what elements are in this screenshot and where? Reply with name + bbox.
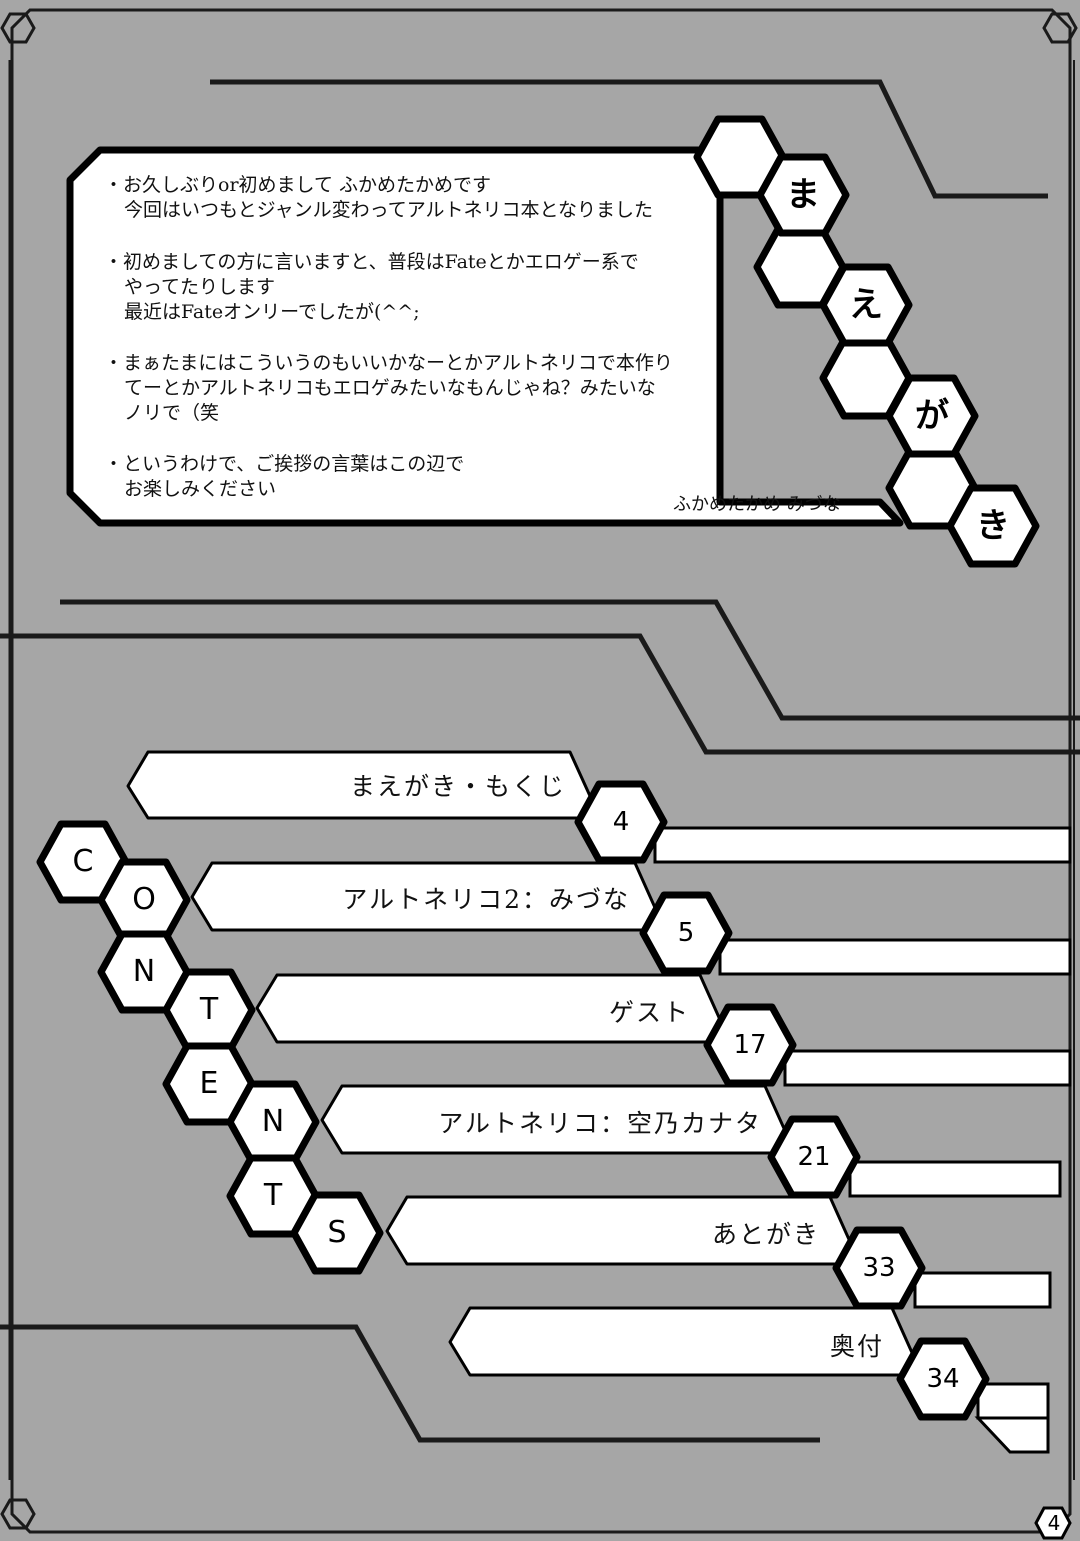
toc-item-page: 4: [612, 807, 630, 837]
contents-letter: O: [132, 882, 156, 917]
preface-line: てーとかアルトネリコもエロゲみたいなもんじゃね？みたいな: [124, 377, 656, 399]
preface-line: お楽しみください: [124, 478, 277, 500]
contents-letter: T: [263, 1178, 283, 1213]
contents-hexes: [36, 820, 384, 1275]
preface-line: やってたりします: [124, 276, 276, 298]
preface-line: ・お久しぶりor初めまして ふかめたかめです: [104, 174, 491, 196]
toc-item-title: ゲスト: [608, 998, 690, 1027]
contents-letter: T: [199, 992, 219, 1027]
toc-page-hexes: [574, 780, 990, 1421]
toc-connectors: [653, 826, 1072, 1454]
toc-item-page: 34: [926, 1364, 960, 1394]
preface-line: ・というわけで、ご挨拶の言葉はこの辺で: [104, 453, 465, 475]
preface-signature: ふかめたかめ みづな: [673, 494, 841, 515]
contents-letter: N: [132, 954, 156, 989]
preface-line: 最近はFateオンリーでしたが(^^;: [124, 301, 420, 323]
toc-item-page: 21: [797, 1142, 831, 1172]
toc-item-page: 33: [862, 1253, 896, 1283]
toc-item-title: あとがき: [711, 1220, 820, 1249]
preface-heading-char: き: [976, 506, 1010, 546]
toc-item-title: アルトネリコ2：みづな: [342, 885, 630, 914]
toc-item-page: 17: [733, 1030, 767, 1060]
preface-heading-char: え: [849, 285, 883, 325]
toc-item-title: 奥付: [829, 1332, 884, 1361]
contents-letter: S: [327, 1215, 347, 1250]
preface-box: [66, 146, 904, 527]
decorative-lines: [0, 79, 1080, 1443]
toc-item-title: アルトネリコ：空乃カナタ: [438, 1109, 762, 1138]
page-number-hex: [1034, 1506, 1072, 1540]
toc-item-title: まえがき・もくじ: [349, 772, 566, 801]
preface-heading-char: ま: [786, 175, 820, 215]
preface-line: 今回はいつもとジャンル変わってアルトネリコ本となりました: [124, 199, 653, 221]
toc-banners: [126, 750, 924, 1377]
preface-line: ・まぁたまにはこういうのもいいかなーとかアルトネリコで本作り: [104, 352, 673, 374]
preface-char-hexes: [756, 153, 1040, 568]
corner-ornaments: [0, 12, 1078, 1530]
contents-letter: E: [199, 1066, 219, 1101]
page-number: 4: [1047, 1511, 1061, 1535]
contents-letter: C: [72, 844, 94, 879]
toc-item-page: 5: [677, 918, 695, 948]
preface-heading-char: が: [915, 396, 949, 436]
preface-line: ノリで（笑: [124, 402, 220, 424]
contents-letter: N: [261, 1104, 285, 1139]
preface-line: ・初めましての方に言いますと、普段はFateとかエロゲー系で: [104, 251, 639, 273]
